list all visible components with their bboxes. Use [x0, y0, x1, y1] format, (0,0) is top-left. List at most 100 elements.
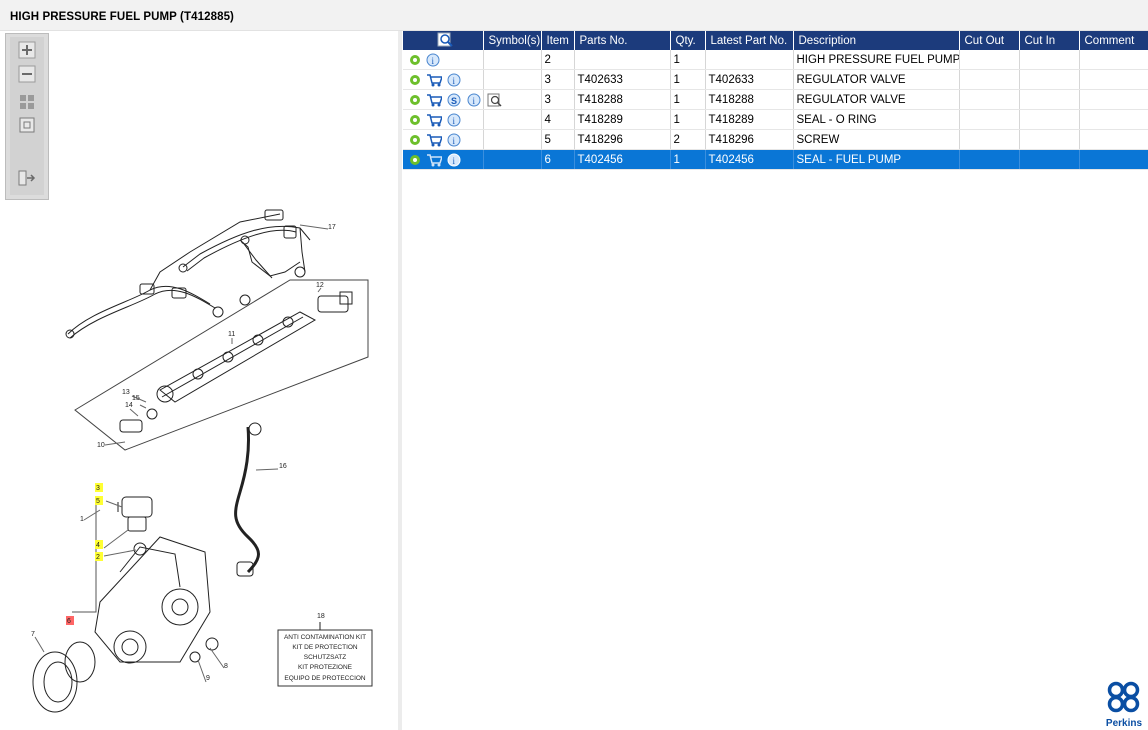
- pane-splitter[interactable]: [398, 31, 402, 730]
- column-header-latest-part-no[interactable]: Latest Part No.: [705, 31, 794, 50]
- column-header-icons[interactable]: [403, 31, 484, 50]
- description-cell: HIGH PRESSURE FUEL PUMP: [793, 50, 960, 70]
- gear-icon[interactable]: [409, 154, 421, 166]
- callout-18[interactable]: 18: [317, 613, 325, 620]
- svg-text:i: i: [453, 136, 456, 146]
- cart-icon[interactable]: [426, 73, 443, 87]
- info-icon[interactable]: i: [467, 93, 481, 107]
- callout-12[interactable]: 12: [316, 282, 324, 289]
- info-icon[interactable]: i: [426, 53, 440, 67]
- cut-in-cell: [1019, 50, 1080, 70]
- item-cell: 2: [541, 50, 575, 70]
- table-row[interactable]: i 4 T418289 1 T418289 SEAL - O RING: [403, 109, 1148, 130]
- cart-icon[interactable]: [426, 133, 443, 147]
- gear-icon[interactable]: [409, 134, 421, 146]
- symbols-cell: [483, 69, 542, 90]
- callout-16[interactable]: 16: [279, 463, 287, 470]
- symbols-cell: [483, 129, 542, 150]
- table-row[interactable]: i 5 T418296 2 T418296 SCREW: [403, 129, 1148, 150]
- row-icons-cell: i: [403, 129, 484, 150]
- callout-6[interactable]: 6: [67, 618, 71, 625]
- column-header-qty[interactable]: Qty.: [670, 31, 706, 50]
- symbols-cell: [483, 50, 542, 70]
- gear-icon[interactable]: [409, 74, 421, 86]
- column-header-symbols[interactable]: Symbol(s): [483, 31, 542, 50]
- column-header-cut-in[interactable]: Cut In: [1019, 31, 1080, 50]
- exploded-parts-diagram: 17 12 11 13 15 14 10 16 3 5 1 4 2 6 7 8 …: [31, 209, 373, 713]
- info-icon[interactable]: i: [447, 153, 461, 167]
- item-cell: 3: [541, 89, 575, 110]
- parts-list-pane: Symbol(s) Item Parts No. Qty. Latest Par…: [402, 31, 1148, 730]
- description-cell: REGULATOR VALVE: [793, 69, 960, 90]
- cart-icon[interactable]: [426, 113, 443, 127]
- cart-icon[interactable]: [426, 93, 443, 107]
- parts-no-cell: T418288: [574, 89, 671, 110]
- magnify-page-icon[interactable]: [487, 93, 503, 107]
- table-row[interactable]: S i 3 T418288 1 T418288 REGULATOR VALVE: [403, 89, 1148, 110]
- export-icon[interactable]: [18, 169, 36, 187]
- qty-cell: 1: [670, 50, 706, 70]
- column-header-cut-out[interactable]: Cut Out: [959, 31, 1020, 50]
- kit-label-line: KIT PROTEZIONE: [298, 664, 353, 671]
- info-icon[interactable]: i: [447, 113, 461, 127]
- callout-7[interactable]: 7: [31, 631, 35, 638]
- svg-text:i: i: [453, 156, 456, 166]
- callout-10[interactable]: 10: [97, 442, 105, 449]
- zoom-in-icon[interactable]: [18, 41, 36, 59]
- item-cell: 4: [541, 109, 575, 130]
- latest-part-no-cell: T402633: [705, 69, 794, 90]
- supersession-icon[interactable]: S: [447, 93, 461, 107]
- toolbar-panel: [10, 37, 44, 195]
- callout-3[interactable]: 3: [96, 485, 100, 492]
- gear-icon[interactable]: [409, 94, 421, 106]
- zoom-out-icon[interactable]: [18, 65, 36, 83]
- column-header-comment[interactable]: Comment: [1079, 31, 1148, 50]
- callout-1[interactable]: 1: [80, 516, 84, 523]
- latest-part-no-cell: T418289: [705, 109, 794, 130]
- brand-name: Perkins: [1105, 718, 1143, 729]
- gear-icon[interactable]: [409, 114, 421, 126]
- description-cell: SEAL - O RING: [793, 109, 960, 130]
- column-header-parts-no[interactable]: Parts No.: [574, 31, 671, 50]
- search-page-icon[interactable]: [437, 32, 453, 47]
- callout-9[interactable]: 9: [206, 675, 210, 682]
- parts-no-cell: [574, 50, 671, 70]
- row-icons-cell: i: [403, 50, 484, 70]
- description-cell: SCREW: [793, 129, 960, 150]
- fit-page-icon[interactable]: [18, 93, 36, 111]
- description-cell: REGULATOR VALVE: [793, 89, 960, 110]
- description-cell: SEAL - FUEL PUMP: [793, 149, 960, 170]
- comment-cell: [1079, 50, 1148, 70]
- callout-13[interactable]: 13: [122, 389, 130, 396]
- table-row[interactable]: i 2 1 HIGH PRESSURE FUEL PUMP: [403, 50, 1148, 70]
- table-row-selected[interactable]: i 6 T402456 1 T402456 SEAL - FUEL PUMP: [403, 149, 1148, 170]
- callout-11[interactable]: 11: [228, 331, 235, 338]
- table-row[interactable]: i 3 T402633 1 T402633 REGULATOR VALVE: [403, 69, 1148, 90]
- comment-cell: [1079, 69, 1148, 90]
- cart-icon[interactable]: [426, 153, 443, 167]
- callout-14[interactable]: 14: [125, 402, 133, 409]
- latest-part-no-cell: [705, 50, 794, 70]
- column-header-description[interactable]: Description: [793, 31, 960, 50]
- callout-5[interactable]: 5: [96, 498, 100, 505]
- column-header-item[interactable]: Item: [541, 31, 575, 50]
- callout-17[interactable]: 17: [328, 224, 336, 231]
- svg-text:S: S: [451, 96, 457, 106]
- info-icon[interactable]: i: [447, 133, 461, 147]
- callout-15[interactable]: 15: [132, 395, 140, 402]
- gear-icon[interactable]: [409, 54, 421, 66]
- cut-out-cell: [959, 89, 1020, 110]
- parts-no-cell: T418289: [574, 109, 671, 130]
- actual-size-icon[interactable]: [18, 116, 36, 134]
- callout-4[interactable]: 4: [96, 542, 100, 549]
- comment-cell: [1079, 89, 1148, 110]
- cut-in-cell: [1019, 129, 1080, 150]
- callout-2[interactable]: 2: [96, 554, 100, 561]
- cut-out-cell: [959, 129, 1020, 150]
- callout-8[interactable]: 8: [224, 663, 228, 670]
- info-icon[interactable]: i: [447, 73, 461, 87]
- qty-cell: 1: [670, 109, 706, 130]
- cut-out-cell: [959, 149, 1020, 170]
- cut-in-cell: [1019, 69, 1080, 90]
- item-cell: 5: [541, 129, 575, 150]
